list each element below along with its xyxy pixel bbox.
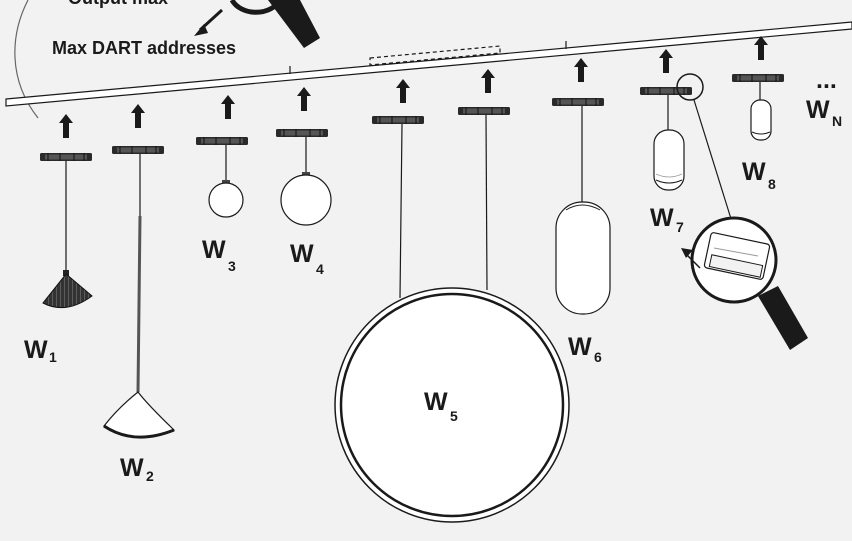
top-magnifier-icon [14, 0, 320, 119]
lamp-label-wn-sub: N [832, 113, 842, 129]
lamp-label-w7-prefix: W [650, 204, 674, 232]
output-max-label: Output max [68, 0, 168, 8]
lamp-label-w1-prefix: W [24, 336, 48, 364]
pendant-lamp-w1 [39, 152, 93, 309]
pendant-lamp-w5 [334, 106, 570, 523]
max-dart-label: Max DART addresses [52, 38, 236, 58]
pendant-lamp-w3 [195, 136, 249, 218]
lamp-label-w5-prefix: W [424, 388, 448, 416]
lamp-label-w2-prefix: W [120, 454, 144, 482]
pendant-lamp-w7 [639, 86, 693, 191]
ellipsis: ... [816, 66, 837, 94]
lamp-label-w6-prefix: W [568, 333, 592, 361]
pendant-lamp-w6 [551, 97, 611, 315]
lamp-label-wn-prefix: W [806, 96, 830, 124]
lamp-label-w6-sub: 6 [594, 349, 602, 365]
pendant-lamp-w2 [103, 145, 176, 439]
lamp-label-w4-sub: 4 [316, 261, 324, 277]
lamp-label-w1-sub: 1 [49, 349, 57, 365]
lamp-label-w8-prefix: W [742, 158, 766, 186]
lamp-label-w3-sub: 3 [228, 258, 236, 274]
lamp-label-w3-prefix: W [202, 236, 226, 264]
lamp-label-w7-sub: 7 [676, 219, 684, 235]
lamp-label-w2-sub: 2 [146, 468, 154, 484]
pendant-lamp-w4 [275, 128, 332, 226]
pendant-lamp-w8 [731, 73, 785, 141]
lamp-label-w8-sub: 8 [768, 176, 776, 192]
lamp-label-w5-sub: 5 [450, 408, 458, 424]
lamp-label-w4-prefix: W [290, 240, 314, 268]
magnifier-icon [676, 73, 808, 350]
track-rail [5, 21, 852, 107]
